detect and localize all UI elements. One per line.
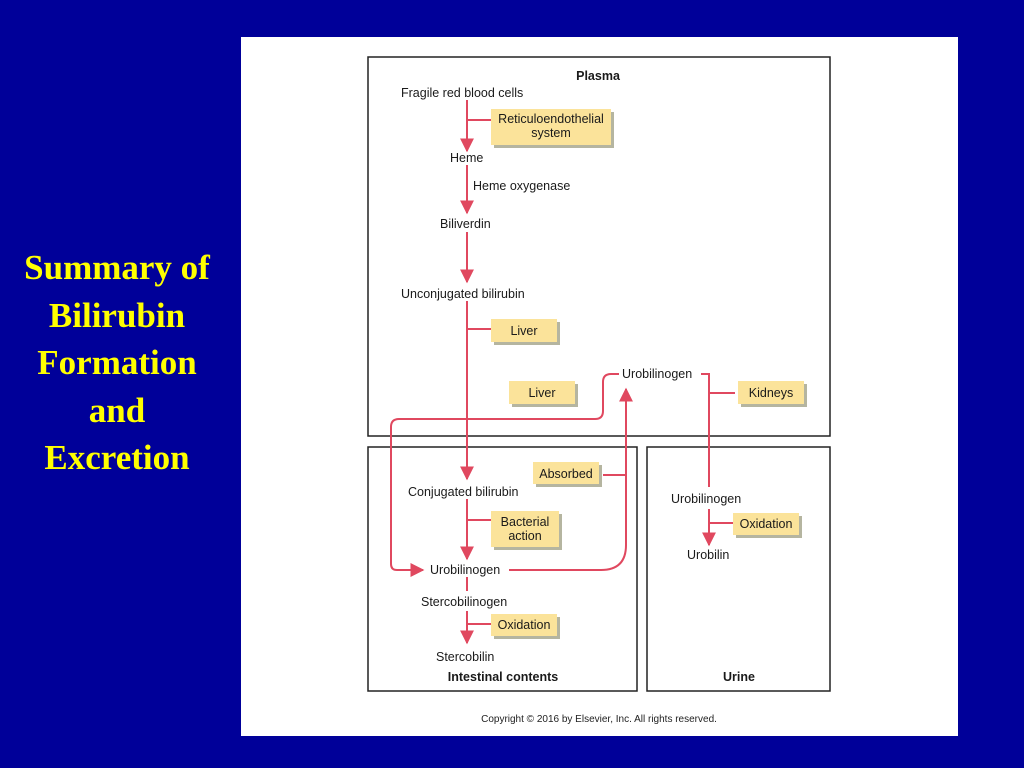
label-absorbed-text: Absorbed <box>539 467 593 481</box>
urine-heading: Urine <box>723 670 755 684</box>
node-conjugated-bilirubin: Conjugated bilirubin <box>408 485 519 499</box>
label-liver-1-text: Liver <box>510 324 537 338</box>
node-unconjugated-bilirubin: Unconjugated bilirubin <box>401 287 525 301</box>
plasma-region <box>367 56 831 437</box>
label-bacterial-line2: action <box>508 529 541 543</box>
arrow-plasma-to-urine <box>701 373 710 487</box>
label-liver-2-text: Liver <box>528 386 555 400</box>
label-bacterial-line1: Bacterial <box>501 515 550 529</box>
diagram-canvas: Plasma Intestinal contents Urine <box>367 56 831 725</box>
label-bacterial-action: Bacterial action <box>491 511 562 550</box>
label-kidneys-text: Kidneys <box>749 386 793 400</box>
node-biliverdin: Biliverdin <box>440 217 491 231</box>
label-oxidation-intestine: Oxidation <box>491 614 560 639</box>
copyright-notice: Copyright © 2016 by Elsevier, Inc. All r… <box>481 714 717 725</box>
intestinal-heading: Intestinal contents <box>448 670 558 684</box>
urine-region <box>646 446 831 692</box>
label-kidneys: Kidneys <box>738 381 807 407</box>
label-liver-2: Liver <box>509 381 578 407</box>
node-stercobilinogen: Stercobilinogen <box>421 595 507 609</box>
label-reticuloendothelial: Reticuloendothelial system <box>491 109 614 148</box>
label-oxidation-urine-text: Oxidation <box>740 517 793 531</box>
label-reticulo-line1: Reticuloendothelial <box>498 112 604 126</box>
title-line-1: Summary of <box>24 248 210 287</box>
slide-title: Summary of Bilirubin Formation and Excre… <box>0 244 234 482</box>
node-fragile-rbc: Fragile red blood cells <box>401 86 523 100</box>
node-urobilinogen-intestine: Urobilinogen <box>430 563 500 577</box>
label-reticulo-line2: system <box>531 126 571 140</box>
title-line-2: Bilirubin <box>48 295 186 335</box>
title-line-3: Formation <box>37 343 197 382</box>
node-heme: Heme <box>450 151 483 165</box>
title-line-4: and <box>88 390 146 430</box>
label-oxidation-urine: Oxidation <box>733 513 802 538</box>
label-liver-1: Liver <box>491 319 560 345</box>
node-urobilinogen-plasma: Urobilinogen <box>622 367 692 381</box>
label-heme-oxygenase: Heme oxygenase <box>473 179 570 193</box>
intestinal-region <box>367 446 638 692</box>
label-absorbed: Absorbed <box>533 462 602 487</box>
node-urobilinogen-urine: Urobilinogen <box>671 492 741 506</box>
label-oxidation-intestine-text: Oxidation <box>498 618 551 632</box>
plasma-heading: Plasma <box>576 69 621 83</box>
node-urobilin: Urobilin <box>687 548 729 562</box>
title-line-5: Excretion <box>44 438 190 477</box>
arrow-liver-reexcretion <box>390 373 619 577</box>
arrow-intestine-to-plasma-urobilinogen <box>509 387 633 571</box>
node-stercobilin: Stercobilin <box>436 650 494 664</box>
bilirubin-diagram: Plasma Intestinal contents Urine <box>241 37 958 736</box>
